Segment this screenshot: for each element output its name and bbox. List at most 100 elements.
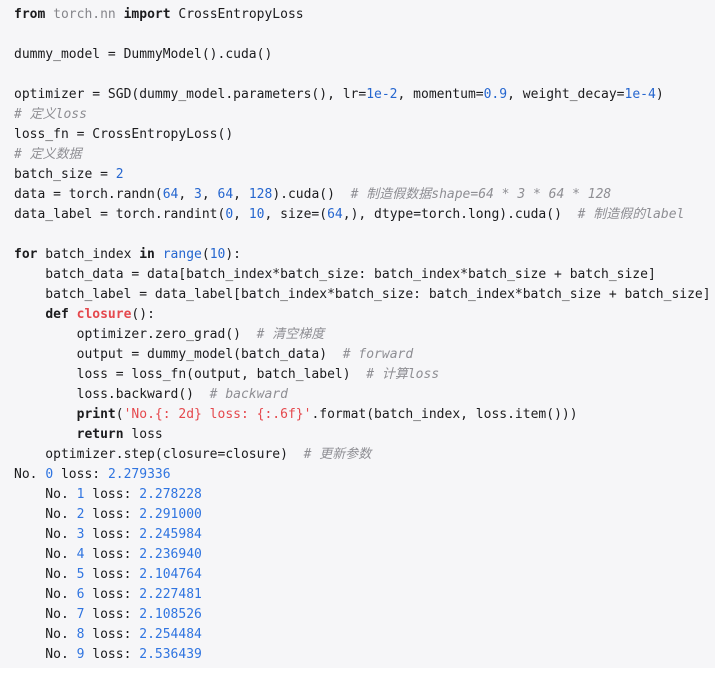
code-token-plain: data_label = torch.randint( [14, 207, 226, 222]
code-line: def closure(): [14, 305, 701, 325]
code-line [14, 225, 701, 245]
code-line: data_label = torch.randint(0, 10, size=(… [14, 205, 701, 225]
code-token-plain: batch_label = data_label[batch_index*bat… [14, 287, 711, 302]
code-token-plain: CrossEntropyLoss [170, 7, 304, 22]
code-token-plain: loss: [84, 587, 140, 602]
code-token-kw: for [14, 247, 38, 262]
code-token-com: # 制造假的label [577, 207, 685, 222]
code-token-fn: closure [76, 307, 132, 322]
code-token-blt: range [162, 247, 202, 262]
code-token-onum: 1 [76, 487, 85, 502]
code-token-onum: 2 [76, 507, 85, 522]
code-token-plain: data = torch.randn( [14, 187, 163, 202]
code-token-onum: 3 [76, 527, 85, 542]
code-token-plain: , [233, 207, 249, 222]
code-token-plain: , weight_decay= [507, 87, 625, 102]
code-token-plain: optimizer.step(closure=closure) [14, 447, 304, 462]
code-token-com: # 更新参数 [303, 447, 372, 462]
code-token-com: # 定义loss [14, 107, 87, 122]
code-token-plain: , [201, 187, 218, 202]
code-token-num: 0.9 [483, 87, 508, 102]
code-token-plain: loss: [84, 507, 140, 522]
code-token-num: 10 [248, 207, 265, 222]
code-token-com: # 定义数据 [14, 147, 82, 162]
code-token-plain: dummy_model = DummyModel().cuda() [14, 47, 273, 62]
code-line: # 定义loss [14, 105, 701, 125]
code-token-onum: 2.254484 [139, 627, 202, 642]
code-line: No. 9 loss: 2.536439 [14, 645, 701, 665]
code-line: batch_label = data_label[batch_index*bat… [14, 285, 710, 305]
code-token-plain: batch_size = [14, 167, 116, 182]
code-token-num: 1e-4 [624, 87, 656, 102]
code-token-kw: print [76, 407, 116, 422]
code-token-num: 1e-2 [366, 87, 398, 102]
code-token-plain: , size=( [264, 207, 328, 222]
code-token-num: 10 [209, 247, 226, 262]
code-line: optimizer.step(closure=closure) # 更新参数 [14, 445, 701, 465]
code-token-str: 'No.{: 2d} loss: {:.6f}' [123, 407, 312, 422]
code-token-plain: No. [14, 507, 77, 522]
code-token-plain: No. [14, 647, 77, 662]
code-token-plain: No. [14, 587, 77, 602]
code-token-plain [69, 307, 77, 322]
code-token-plain: loss_fn = CrossEntropyLoss() [14, 127, 234, 142]
code-token-plain: .format(batch_index, loss.item())) [311, 407, 578, 422]
code-line: loss_fn = CrossEntropyLoss() [14, 125, 701, 145]
code-token-onum: 7 [76, 607, 85, 622]
code-token-kw: return [76, 427, 124, 442]
code-token-plain: loss.backward() [14, 387, 210, 402]
code-token-plain: No. [14, 527, 77, 542]
code-token-com: # 制造假数据shape=64 * 3 * 64 * 128 [350, 187, 612, 202]
code-token-num: 2 [115, 167, 124, 182]
code-token-plain [155, 247, 163, 262]
code-token-plain: output = dummy_model(batch_data) [14, 347, 343, 362]
code-token-plain: loss: [84, 547, 140, 562]
code-token-plain: ( [201, 247, 210, 262]
code-token-kw: from [14, 7, 46, 22]
code-line [14, 25, 701, 45]
code-token-onum: 6 [76, 587, 85, 602]
code-token-plain: (): [131, 307, 155, 322]
code-line: data = torch.randn(64, 3, 64, 128).cuda(… [14, 185, 701, 205]
code-token-plain: loss: [84, 607, 140, 622]
code-token-plain: No. [14, 627, 77, 642]
code-token-plain: optimizer = SGD(dummy_model.parameters()… [14, 87, 367, 102]
code-token-com: # 清空梯度 [256, 327, 325, 342]
code-token-plain: loss: [84, 567, 140, 582]
code-token-plain [14, 427, 77, 442]
code-token-plain [14, 307, 45, 322]
code-line: print('No.{: 2d} loss: {:.6f}'.format(ba… [14, 405, 701, 425]
code-token-plain: loss: [84, 527, 140, 542]
code-line: loss.backward() # backward [14, 385, 701, 405]
code-token-plain: loss [123, 427, 163, 442]
code-token-onum: 4 [76, 547, 85, 562]
code-token-kw: import [123, 7, 171, 22]
code-line: from torch.nn import CrossEntropyLoss [14, 5, 701, 25]
code-token-plain [14, 407, 77, 422]
code-token-onum: 2.536439 [139, 647, 202, 662]
code-token-plain: ).cuda() [272, 187, 351, 202]
code-line: optimizer.zero_grad() # 清空梯度 [14, 325, 701, 345]
code-line: # 定义数据 [14, 145, 701, 165]
code-token-plain: loss: [84, 647, 140, 662]
code-token-onum: 2.227481 [139, 587, 202, 602]
code-line: dummy_model = DummyModel().cuda() [14, 45, 701, 65]
code-token-plain: , [233, 187, 249, 202]
code-line [14, 65, 701, 85]
code-token-onum: 2.245984 [139, 527, 202, 542]
code-token-com: # 计算loss [366, 367, 440, 382]
code-line: No. 2 loss: 2.291000 [14, 505, 701, 525]
code-token-plain: No. [14, 467, 46, 482]
code-token-kw: in [139, 247, 155, 262]
code-token-onum: 2.291000 [139, 507, 202, 522]
code-token-plain: loss = loss_fn(output, batch_label) [14, 367, 367, 382]
code-token-num: 128 [248, 187, 273, 202]
code-line: loss = loss_fn(output, batch_label) # 计算… [14, 365, 701, 385]
code-line: No. 8 loss: 2.254484 [14, 625, 701, 645]
code-token-mod: torch.nn [53, 7, 116, 22]
code-line: output = dummy_model(batch_data) # forwa… [14, 345, 701, 365]
code-line: for batch_index in range(10): [14, 245, 701, 265]
code-line: No. 5 loss: 2.104764 [14, 565, 701, 585]
code-token-plain [45, 7, 53, 22]
